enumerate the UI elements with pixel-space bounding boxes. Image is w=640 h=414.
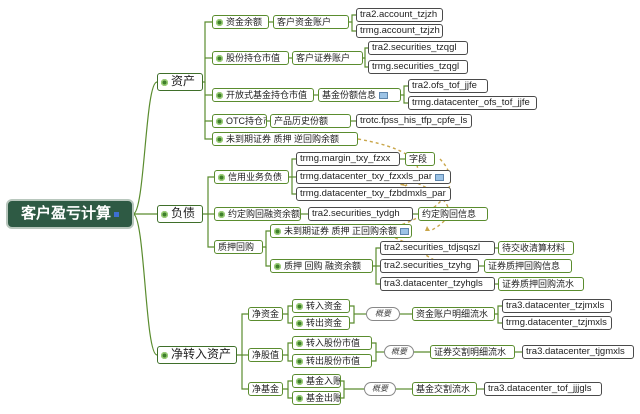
stock-detail-node[interactable]: 证券交割明细流水 [430, 345, 515, 359]
pledge-info-3[interactable]: 证券质押回购流水 [498, 277, 584, 291]
repo-table[interactable]: tra2.securities_tydgh [308, 207, 413, 221]
root-title: 客户盈亏计算 [20, 205, 111, 223]
stock-out-node[interactable]: 转出股份市值 [292, 354, 372, 368]
collapse-icon[interactable] [161, 210, 168, 218]
fund-detail-table-1[interactable]: tra3.datacenter_tzjmxls [502, 299, 612, 313]
summary-label-2[interactable]: 概要 [384, 345, 414, 359]
unsettled-pos-repo-node[interactable]: 未到期证券 质押 正回购余额 [270, 224, 412, 238]
open-fund-table-2[interactable]: trmg.datacenter_ofs_tof_jjfe [408, 96, 537, 110]
net-fund-node[interactable]: 净基金 [248, 382, 283, 396]
fund-table-2[interactable]: trmg.account_tzjzh [356, 24, 443, 38]
product-history-node[interactable]: 产品历史份额 [270, 114, 351, 128]
collapse-icon[interactable] [216, 135, 223, 143]
summary-label-1[interactable]: 概要 [366, 307, 400, 321]
unsettled-node[interactable]: 未到期证券 质押 逆回购余额 [212, 132, 358, 146]
note-icon [379, 91, 389, 99]
credit-table-1[interactable]: trmg.margin_txy_fzxx [296, 152, 400, 166]
note-icon [400, 227, 410, 235]
collapse-icon[interactable] [161, 78, 168, 86]
fund-table-1[interactable]: tra2.account_tzjzh [356, 8, 443, 22]
note-icon [114, 211, 119, 217]
field-node[interactable]: 字段 [405, 152, 435, 166]
net-stock-node[interactable]: 净股值 [248, 348, 283, 362]
fund-share-info-node[interactable]: 基金份额信息 [318, 88, 401, 102]
sec-table-1[interactable]: tra2.securities_tzqgl [368, 41, 468, 55]
fund-in-node[interactable]: 基金入账 [292, 374, 341, 388]
funds-in-node[interactable]: 转入资金 [292, 299, 350, 313]
root-node[interactable]: 客户盈亏计算 [6, 199, 134, 229]
collapse-icon[interactable] [296, 339, 303, 347]
fund-detail-table-2[interactable]: trmg.datacenter_tzjmxls [502, 316, 612, 330]
collapse-icon[interactable] [216, 91, 223, 99]
pledge-repo-financing-node[interactable]: 质押 回购 融资余额 [270, 259, 373, 273]
otc-value-node[interactable]: OTC持仓市值 [212, 114, 267, 128]
sec-account-node[interactable]: 客户证券账户 [292, 51, 363, 65]
collapse-icon[interactable] [216, 117, 223, 125]
assets-node[interactable]: 资产 [157, 73, 203, 91]
pledge-table-1[interactable]: tra2.securities_tdjsqszl [380, 241, 495, 255]
stock-value-node[interactable]: 股份持仓市值 [212, 51, 289, 65]
collapse-icon[interactable] [218, 210, 225, 218]
collapse-icon[interactable] [161, 351, 168, 359]
fund-detail-node[interactable]: 资金账户明细流水 [412, 307, 495, 321]
summary-label-3[interactable]: 概要 [364, 382, 396, 396]
open-fund-value-node[interactable]: 开放式基金持仓市值 [212, 88, 314, 102]
collapse-icon[interactable] [296, 319, 303, 327]
funds-out-node[interactable]: 转出资金 [292, 316, 350, 330]
collapse-icon[interactable] [296, 357, 303, 365]
pledge-table-3[interactable]: tra3.datacenter_tzyhgls [380, 277, 495, 291]
collapse-icon[interactable] [274, 262, 281, 270]
collapse-icon[interactable] [274, 227, 281, 235]
repo-balance-node[interactable]: 约定购回融资余额 [214, 207, 301, 221]
collapse-icon[interactable] [218, 173, 225, 181]
collapse-icon[interactable] [296, 377, 303, 385]
stock-detail-table[interactable]: tra3.datacenter_tjgmxls [522, 345, 634, 359]
collapse-icon[interactable] [296, 394, 303, 402]
note-icon [435, 173, 445, 181]
fund-balance-node[interactable]: 资金余额 [212, 15, 269, 29]
fund-out-node[interactable]: 基金出账 [292, 391, 341, 405]
net-funds-node[interactable]: 净资金 [248, 307, 283, 321]
fund-account-node[interactable]: 客户资金账户 [273, 15, 349, 29]
pledge-table-2[interactable]: tra2.securities_tzyhg [380, 259, 479, 273]
credit-liab-node[interactable]: 信用业务负债 [214, 170, 289, 184]
collapse-icon[interactable] [216, 54, 223, 62]
fundtx-detail-node[interactable]: 基金交割流水 [412, 382, 477, 396]
collapse-icon[interactable] [296, 302, 303, 310]
otc-table[interactable]: trotc.fpss_his_tfp_cpfe_ls [356, 114, 472, 128]
liabilities-node[interactable]: 负债 [157, 205, 203, 223]
pledge-info-2[interactable]: 证券质押回购信息 [484, 259, 572, 273]
open-fund-table-1[interactable]: tra2.ofs_tof_jjfe [408, 79, 488, 93]
sec-table-2[interactable]: trmg.securities_tzqgl [368, 60, 468, 74]
pledge-repo-node[interactable]: 质押回购 [214, 240, 263, 254]
repo-info-node[interactable]: 约定购回信息 [418, 207, 488, 221]
credit-table-3[interactable]: trmg.datacenter_txy_fzbdmxls_par [296, 187, 451, 201]
credit-table-2[interactable]: trmg.datacenter_txy_fzxxls_par [296, 170, 451, 184]
net-transfer-node[interactable]: 净转入资产 [157, 346, 237, 364]
fundtx-table[interactable]: tra3.datacenter_tof_jjjgls [484, 382, 602, 396]
stock-in-node[interactable]: 转入股份市值 [292, 336, 372, 350]
collapse-icon[interactable] [216, 18, 223, 26]
pledge-info-1[interactable]: 待交收清算材料 [498, 241, 574, 255]
